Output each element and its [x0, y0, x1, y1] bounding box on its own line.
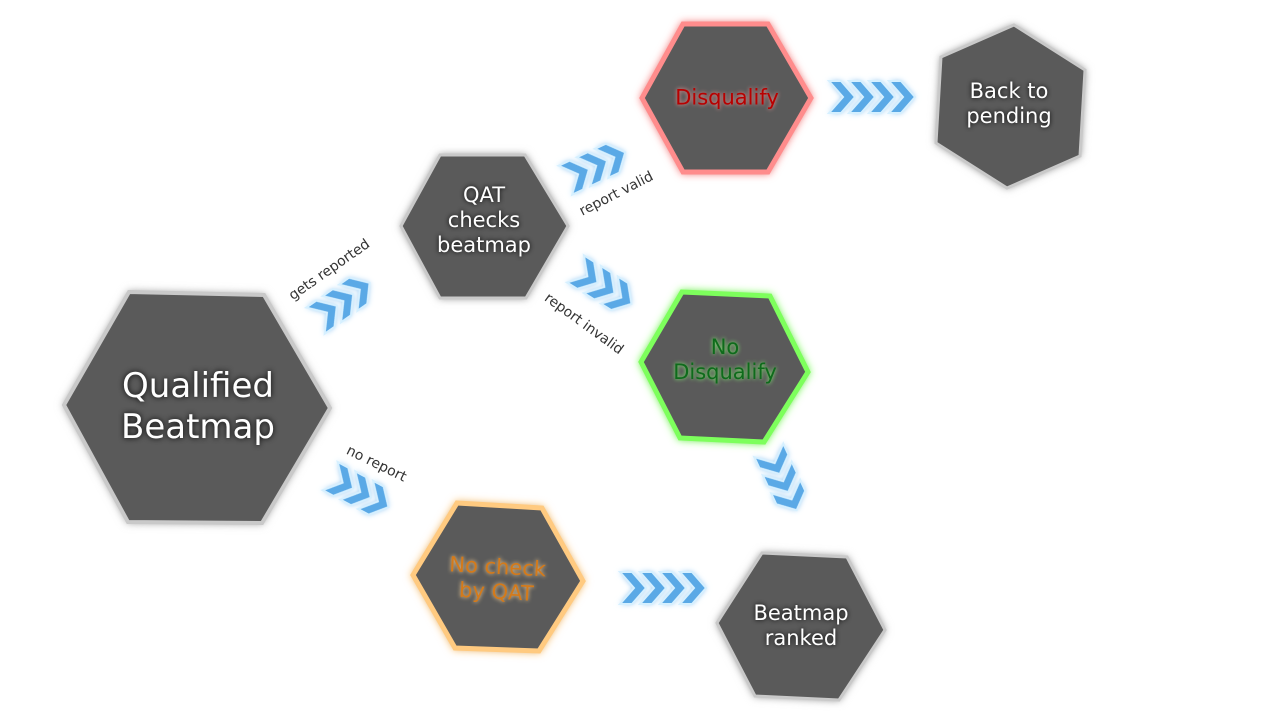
arrow-report-valid — [556, 142, 627, 197]
chevron-icon — [637, 571, 668, 605]
chevron-icon — [886, 80, 917, 114]
arrow-report-invalid — [564, 253, 633, 312]
chevron-icon — [556, 159, 591, 197]
node-no-disqualify — [638, 289, 811, 445]
hexagon-shape — [399, 153, 570, 300]
chevron-icon — [320, 288, 355, 325]
label-qat-checks: QAT checks beatmap — [437, 183, 531, 259]
chevron-icon — [866, 80, 897, 114]
chevron-icon — [598, 274, 633, 312]
arrow-no-disqualify-to-ranked — [752, 441, 807, 512]
label-line: Qualified — [122, 366, 274, 407]
label-beatmap-ranked: Beatmap ranked — [753, 601, 848, 651]
chevron-icon — [320, 460, 355, 497]
node-qat-checks — [399, 153, 570, 300]
chevron-icon — [303, 299, 338, 336]
chevron-icon — [760, 459, 798, 494]
chevron-icon — [657, 571, 688, 605]
chevron-icon — [752, 441, 790, 476]
node-disqualify — [639, 21, 814, 175]
hexagon-shape — [639, 21, 814, 175]
hexagon-shape — [715, 551, 887, 702]
label-line: pending — [966, 104, 1052, 128]
label-line: No — [710, 334, 740, 359]
chevron-icon — [574, 151, 609, 189]
chevron-icon — [355, 478, 390, 516]
node-back-to-pending — [934, 23, 1087, 190]
label-line: QAT — [462, 183, 506, 208]
label-line: Disqualify — [673, 360, 777, 384]
chevron-icon — [826, 80, 857, 114]
hexagon-shape — [638, 289, 811, 445]
chevron-icon — [336, 276, 371, 313]
label-no-check-by-qat: No check by QAT — [447, 552, 547, 607]
hexagon-shape — [61, 289, 333, 526]
chevron-icon — [677, 571, 708, 605]
label-line: by QAT — [458, 578, 535, 606]
hexagon-shape — [410, 500, 586, 654]
label-line: beatmap — [436, 233, 532, 258]
arrow-gets-reported — [303, 276, 371, 336]
hexagon-shape — [934, 23, 1087, 190]
chevron-icon — [769, 477, 807, 512]
arrow-to-back-to-pending — [826, 80, 917, 114]
label-disqualify: Disqualify — [675, 85, 779, 110]
label-qualified-beatmap: Qualified Beatmap — [121, 366, 275, 448]
label-line: Back to — [969, 78, 1049, 103]
chevron-icon — [617, 571, 648, 605]
arrow-no-check-to-ranked — [617, 571, 708, 605]
node-qualified-beatmap — [61, 289, 333, 526]
node-no-check-by-qat — [410, 500, 586, 654]
chevron-icon — [581, 263, 616, 301]
arrow-no-report — [320, 460, 390, 516]
label-line: ranked — [764, 626, 838, 650]
chevron-icon — [592, 142, 627, 180]
chevron-icon — [846, 80, 877, 114]
chevron-icon — [337, 469, 373, 507]
label-no-disqualify: No Disqualify — [673, 335, 777, 385]
label-line: checks — [447, 208, 521, 233]
label-line: Beatmap — [753, 600, 849, 625]
label-line: Disqualify — [675, 85, 779, 110]
label-line: Beatmap — [121, 407, 275, 447]
node-beatmap-ranked — [715, 551, 887, 702]
label-back-to-pending: Back to pending — [966, 79, 1051, 129]
chevron-icon — [564, 253, 599, 290]
